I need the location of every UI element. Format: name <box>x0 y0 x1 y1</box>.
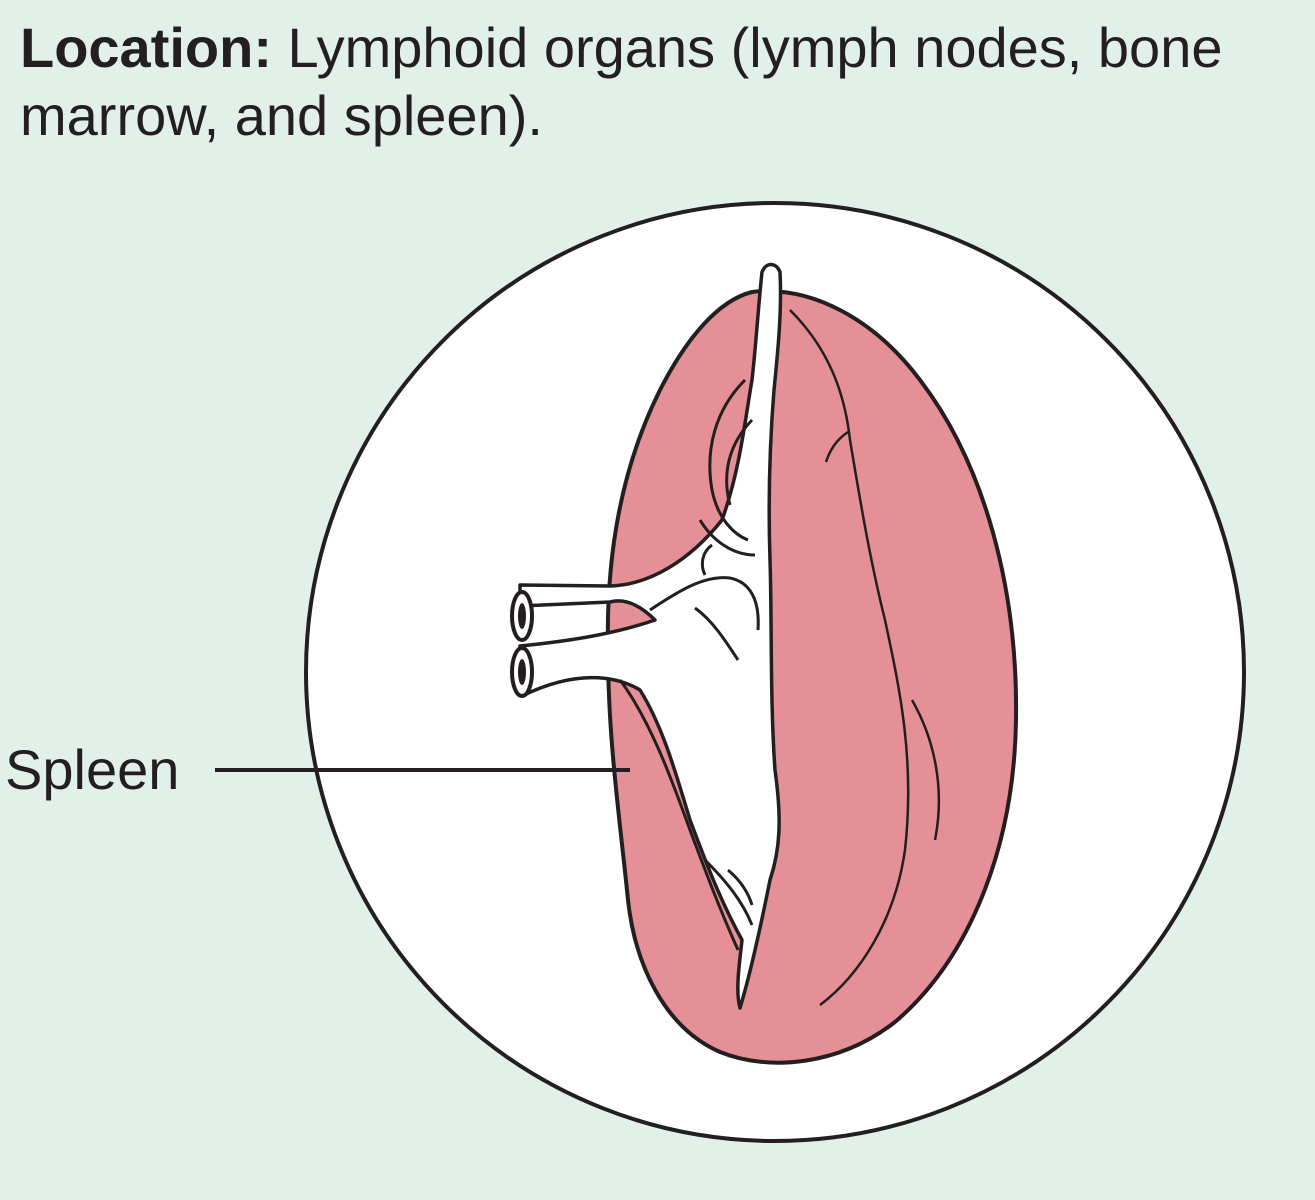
vessel-branch <box>698 519 756 557</box>
caption-label: Location: <box>20 16 272 79</box>
caption: Location: Lymphoid organs (lymph nodes, … <box>20 14 1290 150</box>
vessel-branch <box>727 868 754 906</box>
vessel-cut-end <box>518 659 526 685</box>
vessel-branch <box>649 576 760 631</box>
spleen-fold-line <box>824 430 849 463</box>
vessel-branch <box>694 606 740 661</box>
vessel-branch <box>708 378 749 542</box>
vessel-branch <box>700 543 713 576</box>
spleen-fold-line <box>789 309 910 1006</box>
spleen-fold-line <box>910 699 941 841</box>
caption-text: Lymphoid organs (lymph nodes, bone marro… <box>20 16 1223 147</box>
vessel-branch <box>703 858 754 926</box>
hilum-vessels <box>518 262 783 1010</box>
spleen-label: Spleen <box>5 738 180 801</box>
vessel-branch <box>725 418 754 506</box>
vessel-cut-end <box>518 603 526 629</box>
vessel-branch <box>618 679 740 951</box>
